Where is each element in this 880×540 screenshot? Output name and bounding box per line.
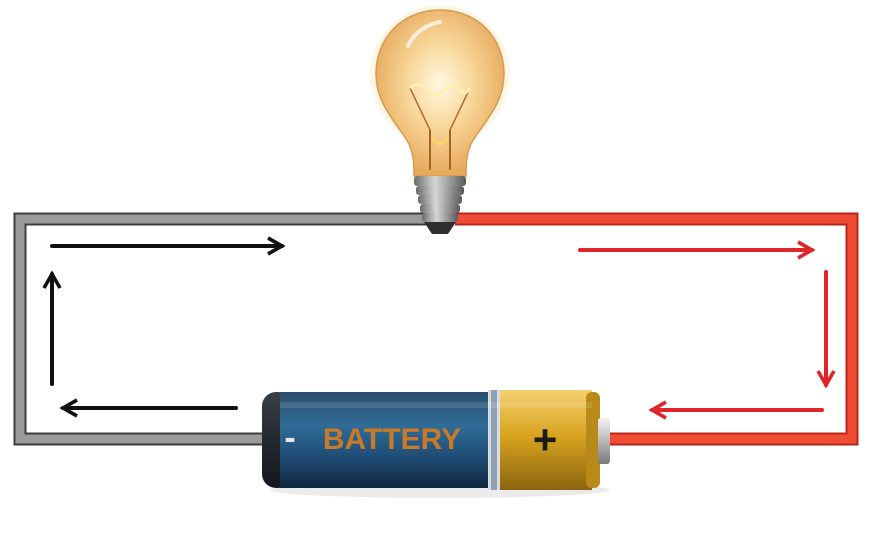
current-arrows-positive (578, 240, 836, 420)
current-arrows-negative (42, 236, 286, 418)
light-bulb-icon (370, 5, 510, 234)
battery-icon: - BATTERY + (262, 390, 610, 498)
battery-positive-symbol: + (533, 416, 558, 463)
battery-label: BATTERY (323, 423, 461, 456)
positive-wire (455, 212, 859, 446)
battery-negative-symbol: - (284, 419, 295, 457)
negative-wire (13, 212, 430, 446)
